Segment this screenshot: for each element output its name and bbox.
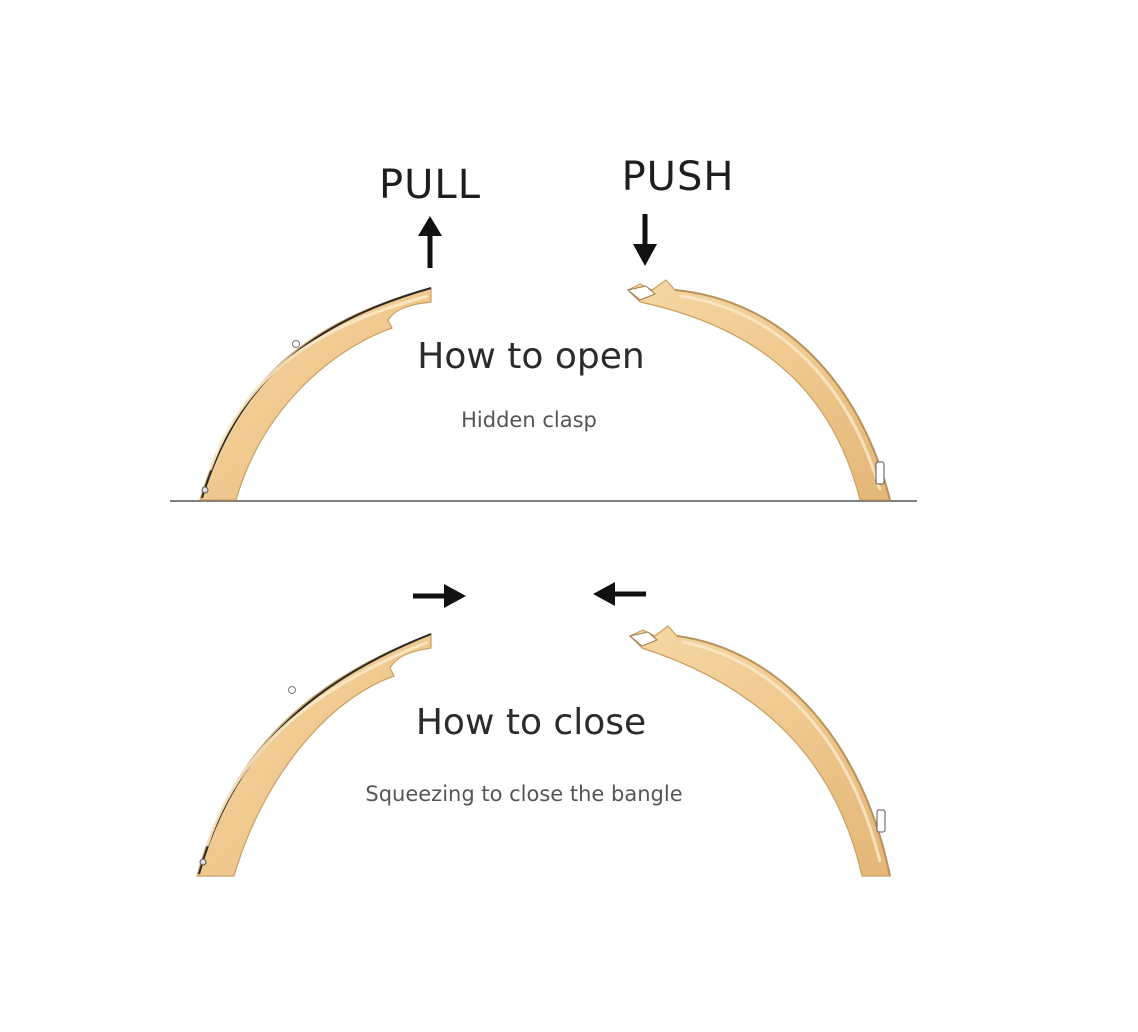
close-subtitle: Squeezing to close the bangle — [365, 782, 682, 806]
open-title: How to open — [417, 336, 644, 377]
arrow-down-icon — [633, 214, 657, 266]
arrow-left-icon — [593, 582, 646, 606]
close-section: How to close Squeezing to close the bang… — [196, 582, 891, 877]
push-label: PUSH — [622, 154, 735, 200]
bangle-right-half-close — [628, 625, 891, 877]
arrow-right-icon — [413, 584, 466, 608]
open-section: PULL PUSH How to open Hidden clasp — [170, 154, 917, 502]
open-subtitle: Hidden clasp — [461, 408, 597, 432]
bangle-left-half-open — [199, 287, 432, 501]
arrow-up-icon — [418, 216, 442, 268]
pull-label: PULL — [379, 162, 481, 208]
bangle-left-half-close — [196, 633, 432, 877]
bangle-right-half-open — [626, 279, 891, 501]
close-title: How to close — [416, 702, 646, 743]
